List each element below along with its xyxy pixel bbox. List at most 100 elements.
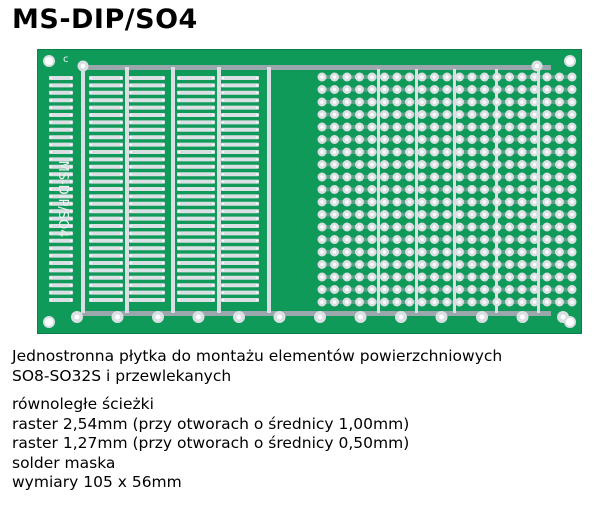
fine-hole <box>178 254 180 257</box>
grid-hole <box>370 100 374 104</box>
grid-hole <box>357 300 362 304</box>
fine-pad-row <box>49 231 73 236</box>
fine-pad-row <box>49 238 73 243</box>
fine-pad-row <box>177 113 215 117</box>
fine-pad-row <box>89 187 123 191</box>
fine-hole <box>162 143 164 146</box>
grid-hole <box>420 250 424 254</box>
fine-hole <box>178 262 180 264</box>
fine-pad-row <box>129 142 165 147</box>
fine-hole <box>222 99 224 102</box>
fine-hole <box>222 158 224 161</box>
grid-hole <box>482 162 487 167</box>
grid-hole <box>507 87 512 92</box>
fine-hole <box>90 254 92 257</box>
fine-hole <box>256 254 258 257</box>
fine-hole <box>212 158 214 161</box>
grid-hole <box>570 87 574 92</box>
grid-hole <box>395 125 399 129</box>
grid-hole <box>557 162 562 167</box>
grid-hole <box>470 87 474 92</box>
grid-hole <box>482 237 487 242</box>
grid-hole <box>545 187 549 192</box>
grid-hole <box>370 125 374 129</box>
grid-hole <box>470 225 474 229</box>
fine-pad-row <box>49 187 73 191</box>
fine-pad-row <box>129 290 165 295</box>
grid-hole <box>370 187 374 192</box>
grid-hole <box>345 275 349 279</box>
fine-pad-row <box>49 201 73 206</box>
fine-pad-row <box>129 83 165 88</box>
grid-hole <box>570 150 574 154</box>
grid-hole <box>320 162 324 167</box>
grid-hole <box>407 150 412 154</box>
fine-pad-row <box>49 127 73 132</box>
fine-hole <box>256 165 258 168</box>
fine-hole <box>70 106 72 109</box>
fine-hole <box>50 114 52 116</box>
grid-hole <box>520 200 524 204</box>
grid-hole <box>332 275 337 279</box>
fine-pad-row <box>89 253 123 258</box>
fine-hole <box>90 247 92 250</box>
grid-hole <box>432 175 437 179</box>
grid-hole <box>570 287 574 292</box>
fine-pad-row <box>129 224 165 228</box>
edge-hole <box>74 314 80 320</box>
fine-pad-row <box>89 98 123 103</box>
grid-hole <box>482 187 487 192</box>
grid-hole <box>407 262 412 267</box>
fine-pad-row <box>89 142 123 147</box>
fine-pad-row <box>177 120 215 125</box>
grid-hole <box>557 75 562 79</box>
fine-hole <box>162 128 164 131</box>
fine-hole <box>162 188 164 190</box>
fine-hole <box>70 77 72 79</box>
fine-pad-row <box>49 83 73 88</box>
grid-hole <box>345 262 349 267</box>
fine-hole <box>50 121 52 124</box>
grid-hole <box>520 87 524 92</box>
fine-hole <box>212 99 214 102</box>
fine-pad-row <box>129 216 165 221</box>
grid-hole <box>345 162 349 167</box>
grid-hole <box>532 237 537 242</box>
grid-hole <box>457 212 462 217</box>
fine-pad-row <box>221 268 259 273</box>
grid-hole <box>507 162 512 167</box>
fine-pad-row <box>177 172 215 177</box>
grid-hole <box>370 175 374 179</box>
fine-pad-row <box>49 246 73 251</box>
fine-pad-row <box>129 209 165 214</box>
grid-hole <box>407 112 412 117</box>
grid-hole <box>395 187 399 192</box>
fine-pad-row <box>89 113 123 117</box>
fine-hole <box>162 91 164 94</box>
fine-hole <box>212 299 214 301</box>
grid-hole <box>432 137 437 142</box>
fine-hole <box>178 106 180 109</box>
grid-hole <box>470 262 474 267</box>
fine-pad-row <box>89 172 123 177</box>
grid-hole <box>457 287 462 292</box>
grid-hole <box>495 112 499 117</box>
grid-hole <box>382 300 387 304</box>
grid-hole <box>432 150 437 154</box>
grid-hole <box>557 262 562 267</box>
fine-pad-row <box>89 164 123 169</box>
grid-hole <box>357 100 362 104</box>
fine-hole <box>256 188 258 190</box>
fine-hole <box>256 239 258 242</box>
fine-hole <box>120 91 122 94</box>
fine-pad-row <box>221 216 259 221</box>
grid-hole <box>470 137 474 142</box>
fine-hole <box>50 136 52 139</box>
spec-solder-mask: solder maska <box>12 453 116 472</box>
grid-hole <box>320 200 324 204</box>
fine-pad-row <box>89 157 123 162</box>
grid-hole <box>345 300 349 304</box>
fine-pad-row <box>49 283 73 288</box>
grid-hole <box>432 75 437 79</box>
fine-hole <box>212 173 214 176</box>
